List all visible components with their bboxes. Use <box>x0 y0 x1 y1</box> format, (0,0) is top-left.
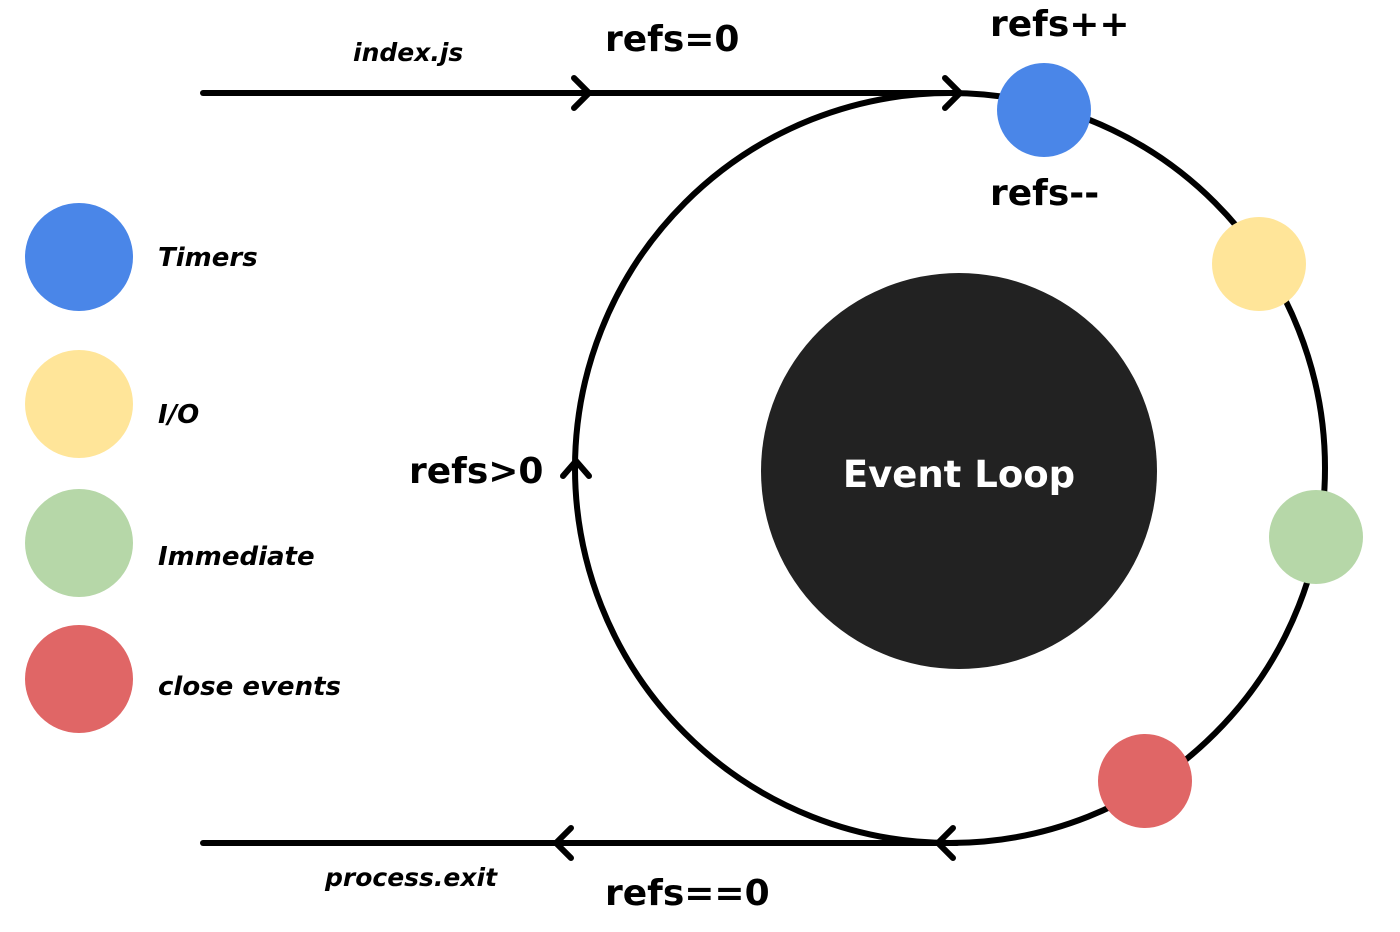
legend-io-label: I/O <box>158 400 199 430</box>
event-loop-label: Event Loop <box>843 453 1075 496</box>
legend-timers-label: Timers <box>158 243 258 273</box>
immediate-phase-node <box>1269 490 1363 584</box>
refs-decrement-label: refs-- <box>990 173 1099 214</box>
legend-close-events-label: close events <box>158 672 341 702</box>
exit-label: process.exit <box>324 863 498 892</box>
legend-timers-swatch <box>25 203 133 311</box>
entry-arrow-head-1 <box>571 75 592 111</box>
loop-ring <box>572 90 1328 846</box>
legend-close-events-swatch <box>25 625 133 733</box>
close-events-phase-node <box>1098 734 1192 828</box>
legend-immediate-swatch <box>25 489 133 597</box>
legend-immediate-label: Immediate <box>158 542 315 572</box>
event-loop-core <box>761 273 1157 669</box>
refs-initial-label: refs=0 <box>605 19 739 60</box>
legend-io-swatch <box>25 350 133 458</box>
refs-positive-label: refs>0 <box>409 451 543 492</box>
refs-zero-label: refs==0 <box>605 873 770 914</box>
exit-arrow-head-1 <box>553 825 574 861</box>
loop-arrow-up-icon <box>560 458 592 479</box>
io-phase-node <box>1212 217 1306 311</box>
timers-phase-node <box>997 63 1091 157</box>
legend: Timers I/O Immediate close events <box>25 203 341 733</box>
refs-increment-label: refs++ <box>990 4 1130 45</box>
entry-label: index.js <box>353 38 463 67</box>
